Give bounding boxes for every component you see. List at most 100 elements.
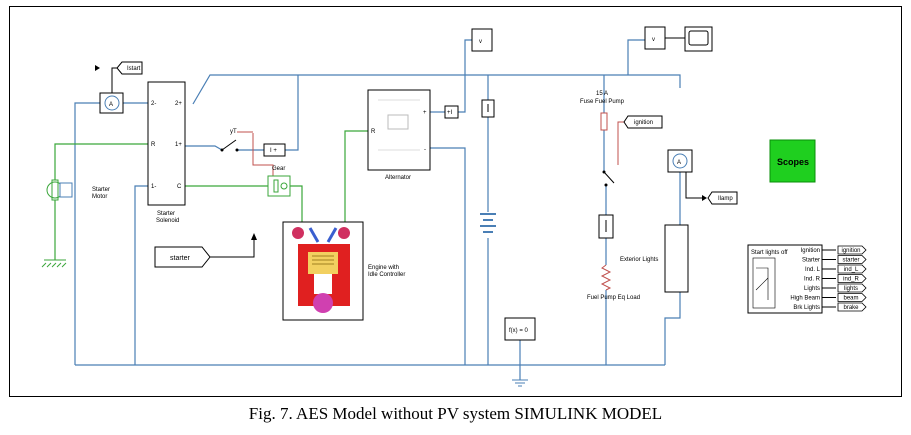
lights-ammeter[interactable]: A xyxy=(667,149,693,173)
piston-rings-icon xyxy=(312,255,334,265)
resistor-icon xyxy=(600,264,612,291)
ignition-tag-label: ignition xyxy=(634,120,653,126)
fuel-pump-switch[interactable] xyxy=(602,170,615,187)
wire-ilamp xyxy=(685,172,702,199)
current-sensor-2[interactable]: +I xyxy=(444,105,459,119)
alt-port-plus: + xyxy=(423,110,427,116)
alt-port-r: R xyxy=(371,129,376,135)
starter-solenoid[interactable]: 2- 2+ R 1+ 1- C Starter Solenoid xyxy=(147,81,186,224)
fuel-pump-load[interactable]: Fuel Pump Eq Load xyxy=(587,264,640,301)
wire-v1 xyxy=(464,39,472,75)
solenoid-label: Starter xyxy=(157,211,175,217)
fuse-current-label: 15 A xyxy=(596,91,608,97)
ground-icon xyxy=(512,379,528,387)
signal-tag-label: brake xyxy=(843,305,859,311)
ammeter-block[interactable]: A xyxy=(99,92,124,114)
starter-tag-label: starter xyxy=(170,255,191,262)
ignition-from[interactable]: ignition xyxy=(623,115,663,129)
signal-port-label: Ind. L xyxy=(805,267,821,273)
scope-block[interactable] xyxy=(684,26,713,52)
wire-lights-ground xyxy=(664,292,681,365)
current-sensor-icon-2: +I xyxy=(447,110,453,116)
starter-switch[interactable]: yT xyxy=(220,129,239,152)
wire-gear-signal xyxy=(252,133,274,176)
wire-alt-minus xyxy=(430,147,466,365)
exterior-lights-block[interactable]: Exterior Lights xyxy=(620,224,689,293)
mech-ground-icon xyxy=(41,259,67,268)
wire-motor-solenoid xyxy=(54,143,148,180)
wire-gear-engine xyxy=(290,185,303,225)
fuse-icon xyxy=(600,112,608,131)
scopes-block[interactable]: Scopes xyxy=(769,139,816,183)
valve-icon xyxy=(292,227,304,239)
port-1minus: 1- xyxy=(151,184,156,190)
valve-icon-2 xyxy=(338,227,350,239)
signal-goto-tag[interactable] xyxy=(837,293,867,302)
voltage-display-1[interactable]: v xyxy=(471,28,493,52)
voltage-display-2[interactable]: v xyxy=(644,26,666,50)
battery-icon xyxy=(480,213,496,233)
signal-tag-label: starter xyxy=(842,258,859,264)
istart-label: Istart xyxy=(127,66,141,72)
wire-current-rail xyxy=(285,75,299,151)
figure-caption: Fig. 7. AES Model without PV system SIMU… xyxy=(248,404,663,423)
battery-block[interactable] xyxy=(480,213,496,233)
v1-label: v xyxy=(479,39,482,45)
starter-motor[interactable]: Starter Motor xyxy=(46,179,110,201)
alternator-label: Alternator xyxy=(385,175,411,181)
wire-starter-tag xyxy=(210,240,255,258)
engine-label-2: Idle Controller xyxy=(368,272,405,278)
signal-goto-tag[interactable] xyxy=(837,264,867,274)
wire-alt-current xyxy=(458,75,466,113)
istart-goto[interactable]: Istart xyxy=(116,61,143,75)
wire-1minus-ground xyxy=(134,185,148,365)
fuse-block[interactable]: 15 A Fuse Fuel Pump xyxy=(580,91,625,131)
ammeter-icon: A xyxy=(109,102,113,108)
scopes-label: Scopes xyxy=(777,157,809,167)
starter-goto[interactable]: starter xyxy=(154,246,211,268)
signal-tag-label: beam xyxy=(843,296,858,302)
signal-goto-tag[interactable] xyxy=(837,245,867,255)
signal-goto-tag[interactable] xyxy=(837,302,867,312)
fuse-name-label: Fuse Fuel Pump xyxy=(580,99,625,105)
piston-icon xyxy=(308,252,338,274)
lights-ammeter-icon: A xyxy=(677,160,681,166)
gear-block[interactable]: Gear xyxy=(267,166,291,197)
gear-label: Gear xyxy=(272,166,285,172)
signal-goto-tag[interactable] xyxy=(837,255,867,264)
fuel-pump-label: Fuel Pump Eq Load xyxy=(587,295,640,301)
rod-icon xyxy=(314,274,332,294)
signal-tag-label: ind_L xyxy=(844,267,859,273)
current-sensor-3[interactable] xyxy=(598,214,614,239)
signal-tag-label: ignition xyxy=(841,248,860,254)
signal-builder[interactable]: Start lights off xyxy=(747,244,823,314)
solver-label: f(x) = 0 xyxy=(509,328,529,334)
top-rail xyxy=(192,74,681,105)
signal-port-label: Ind. R xyxy=(804,277,821,283)
signal-goto-tag[interactable] xyxy=(837,283,867,293)
alt-internal-icon xyxy=(387,114,409,130)
arrow-up-icon xyxy=(251,233,257,240)
signal-port-label: Ignition xyxy=(801,248,820,254)
signal-port-label: Lights xyxy=(804,286,820,292)
current-sensor-icon: I + xyxy=(270,148,277,154)
crank-icon xyxy=(313,293,333,313)
arrow-head-icon xyxy=(95,65,100,71)
signal-tag-label: ind_R xyxy=(843,277,859,283)
solver-config[interactable]: f(x) = 0 xyxy=(504,317,536,341)
wire-engine-alternator xyxy=(344,130,368,225)
alt-internal-lines-icon xyxy=(378,99,420,151)
current-sensor-1[interactable]: I + xyxy=(263,143,286,157)
valve-stem-icon xyxy=(308,227,338,243)
voltage-sensor[interactable] xyxy=(481,99,495,118)
signal-goto-tag[interactable] xyxy=(837,274,867,283)
wire-1plus-switch xyxy=(185,145,223,151)
v2-label: v xyxy=(652,37,655,43)
alternator-block[interactable]: R + - Alternator xyxy=(367,89,431,181)
alt-port-minus: - xyxy=(424,147,426,153)
engine-block[interactable]: Engine with Idle Controller xyxy=(282,221,405,321)
ilamp-goto[interactable]: Ilamp xyxy=(707,191,738,205)
signal-waveform-icon xyxy=(755,267,769,300)
